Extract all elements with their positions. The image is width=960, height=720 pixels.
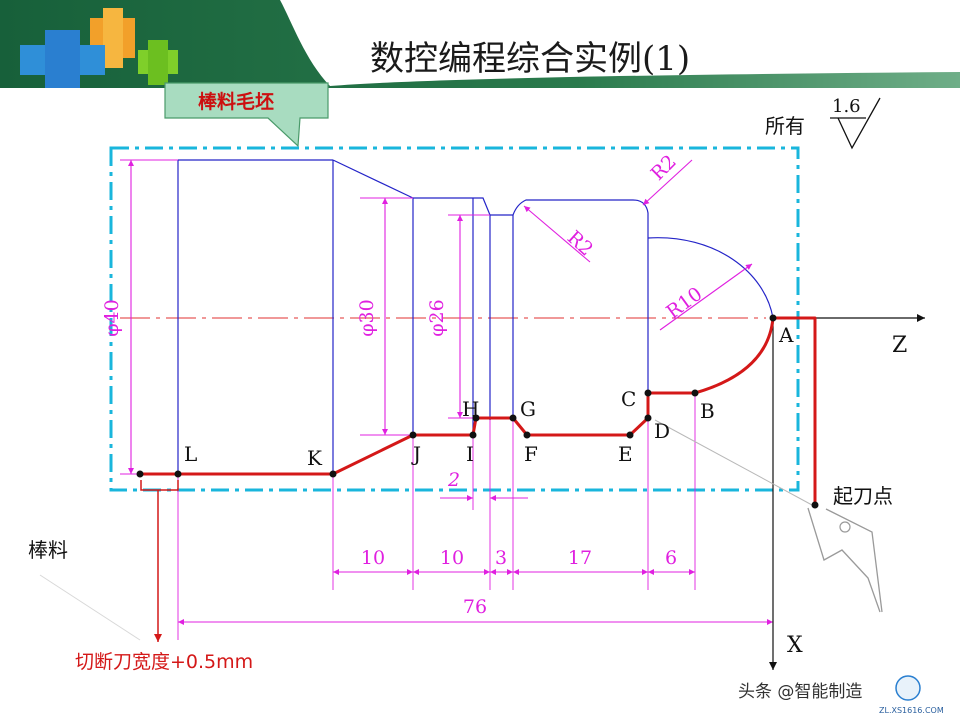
part-outline: [177, 159, 774, 475]
cutoff-note: 切断刀宽度+0.5mm: [75, 651, 253, 673]
dim-groove-label: 2: [447, 469, 460, 491]
radius-dimensions: R2 R2 R10: [523, 151, 753, 331]
point-f: [523, 431, 531, 439]
roughness-symbol: [830, 97, 881, 150]
extension-lines: [120, 159, 696, 640]
dim-len-3-label: 3: [495, 547, 507, 569]
length-dimensions: 10 10 3 17 6 76 2: [178, 469, 773, 625]
label-f: F: [524, 442, 538, 466]
cutoff-bracket: [140, 480, 179, 491]
watermark-site: ZL.XS1616.COM: [879, 706, 944, 715]
header: 数控编程综合实例(1): [0, 0, 960, 88]
callout-box: [164, 82, 329, 148]
outline-r10-arc: [647, 237, 774, 319]
watermark: 头条 @智能制造 ZL.XS1616.COM: [738, 675, 944, 715]
dim-d40-label: φ40: [101, 299, 123, 336]
diameter-dimensions: φ40 φ30 φ26: [101, 160, 463, 474]
path-points: [136, 314, 819, 509]
point-i: [469, 431, 477, 439]
z-axis-label: Z: [892, 333, 907, 358]
dim-r10-line: [659, 263, 753, 331]
point-c: [644, 389, 652, 397]
x-axis-label: X: [787, 633, 803, 658]
point-d: [644, 414, 652, 422]
start-point-label: 起刀点: [833, 484, 893, 508]
dim-r10-label: R10: [662, 283, 706, 323]
watermark-logo-icon: [895, 675, 921, 701]
dim-r2-top-line: [642, 159, 693, 206]
tool-outline-right: [825, 508, 883, 613]
outline-middle: [413, 197, 649, 420]
label-h: H: [462, 397, 479, 421]
stock-callout: 棒料毛坯: [164, 82, 329, 148]
surface-roughness: 所有 1.6: [765, 96, 881, 150]
label-a: A: [778, 323, 794, 347]
outline-left: [177, 159, 414, 475]
dim-len-1-label: 10: [361, 547, 385, 569]
label-g: G: [520, 397, 536, 421]
label-e: E: [618, 442, 633, 466]
tool-hole-icon: [839, 521, 851, 533]
point-start: [811, 501, 819, 509]
point-h: [472, 414, 480, 422]
roughness-prefix: 所有: [765, 114, 805, 138]
dim-len-2-label: 10: [440, 547, 464, 569]
dim-d30-label: φ30: [356, 299, 378, 336]
ext-vertical: [177, 395, 696, 640]
cutting-tool: 起刀点: [807, 484, 893, 613]
label-l: L: [184, 442, 197, 466]
dim-r2-inner-line: [523, 205, 591, 263]
point-k: [329, 470, 337, 478]
point-g: [509, 414, 517, 422]
point-b: [691, 389, 699, 397]
label-i: I: [466, 442, 474, 466]
watermark-text: 头条 @智能制造: [738, 682, 862, 702]
stock-label: 棒料: [28, 538, 68, 562]
tool-outline-left: [807, 507, 881, 613]
header-title-area: [280, 0, 960, 86]
point-cutoff-end: [136, 470, 144, 478]
logo-cube-blue-v: [45, 30, 80, 88]
logo-cube-orange-top: [103, 8, 123, 68]
label-d: D: [654, 419, 670, 443]
label-j: J: [411, 442, 421, 466]
roughness-value: 1.6: [832, 96, 861, 117]
label-b: B: [700, 399, 715, 423]
point-l: [174, 470, 182, 478]
point-a: [769, 314, 777, 322]
point-labels: A B C D E F G H I J K L: [184, 323, 794, 470]
label-c: C: [621, 387, 636, 411]
dim-d26-label: φ26: [426, 299, 448, 336]
stock-guide-line: [39, 574, 141, 641]
point-e: [626, 431, 634, 439]
callout-label: 棒料毛坯: [198, 90, 274, 113]
page-title: 数控编程综合实例(1): [370, 39, 690, 79]
logo-cubes: [20, 8, 178, 88]
logo-cube-green-v: [148, 40, 168, 85]
tool-path: [140, 316, 817, 505]
point-j: [409, 431, 417, 439]
dim-r2-inner-label: R2: [563, 227, 597, 261]
dim-total-label: 76: [463, 596, 487, 618]
start-guide-line: [654, 419, 813, 506]
dim-r2-top-label: R2: [647, 151, 681, 185]
dim-len-5-label: 6: [665, 547, 677, 569]
outline-groove-lines: [472, 198, 514, 435]
label-k: K: [307, 446, 323, 470]
dim-len-4-label: 17: [568, 547, 592, 569]
